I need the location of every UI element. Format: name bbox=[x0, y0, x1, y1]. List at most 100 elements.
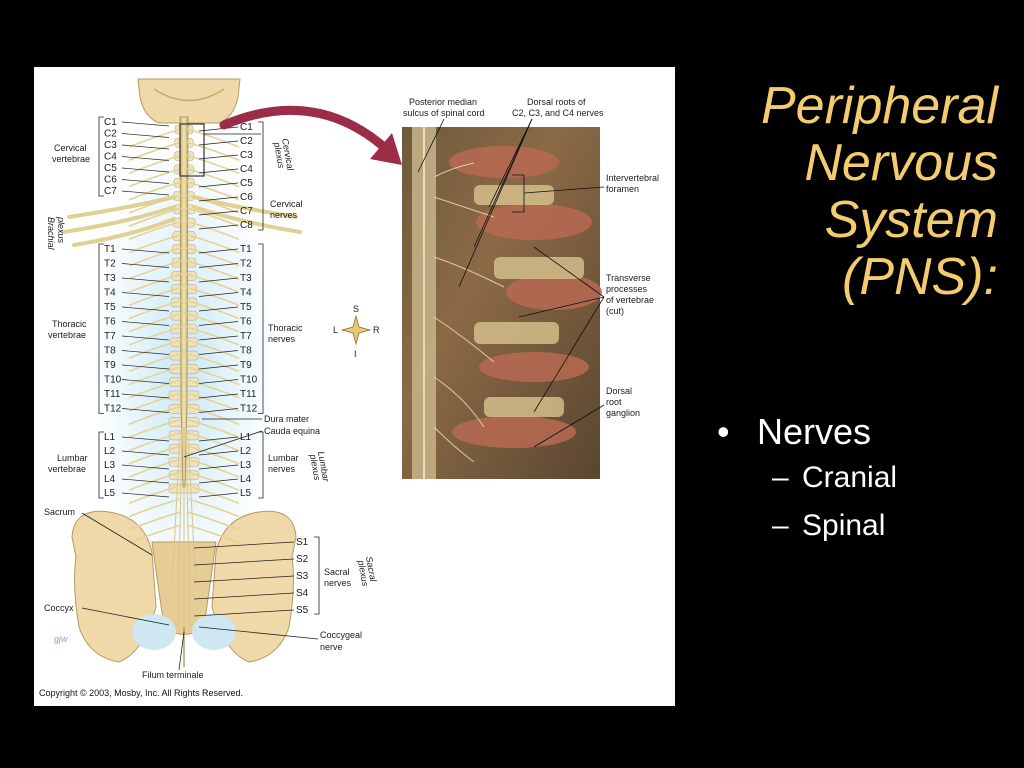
leader-line bbox=[193, 575, 295, 583]
vertebra-label: L1 bbox=[104, 432, 116, 443]
title-line-1: Peripheral bbox=[760, 77, 998, 135]
cervical-nerves-label-2: nerves bbox=[270, 210, 298, 220]
slide-title: Peripheral Nervous System (PNS): bbox=[678, 78, 998, 306]
nerve-branch-right bbox=[186, 392, 240, 412]
nerve-branch-right bbox=[186, 141, 240, 161]
vertebra-label: T3 bbox=[104, 273, 116, 284]
group-bracket bbox=[258, 121, 264, 231]
thoracic-vertebrae-label-2: vertebrae bbox=[48, 330, 86, 340]
vertebra-label: C7 bbox=[104, 186, 117, 197]
nerve-label: T5 bbox=[240, 302, 252, 313]
bullet-dot-icon: • bbox=[717, 411, 730, 452]
nerve-branch-right bbox=[186, 313, 240, 333]
nerve-branch-left bbox=[128, 128, 182, 148]
dorsal-root-ganglion-label-1: Dorsal bbox=[606, 386, 632, 396]
leader-line bbox=[198, 196, 239, 202]
nerve-label: C1 bbox=[240, 122, 253, 133]
nerve-label: C8 bbox=[240, 220, 253, 231]
cervical-vertebrae-label-2: vertebrae bbox=[52, 154, 90, 164]
cervical-nerves-label-1: Cervical bbox=[270, 199, 303, 209]
nerve-branch-right bbox=[186, 484, 240, 505]
lumbar-vertebrae-label-2: vertebrae bbox=[48, 464, 86, 474]
dorsal-roots-label-1: Dorsal roots of bbox=[527, 97, 586, 107]
nerve-label: C2 bbox=[240, 136, 253, 147]
leader-line bbox=[193, 558, 295, 566]
nerve-labels-right: C1C2C3C4C5C6C7C8T1T2T3T4T5T6T7T8T9T10T11… bbox=[193, 121, 320, 617]
leader-line bbox=[198, 478, 239, 484]
leader-line bbox=[198, 182, 239, 188]
leader-line bbox=[121, 179, 170, 184]
leader-line bbox=[198, 379, 239, 384]
leader-line bbox=[193, 592, 295, 600]
nerve-branch-left bbox=[128, 154, 182, 175]
sub-bullet-text: Spinal bbox=[802, 509, 886, 542]
leader-line bbox=[198, 140, 239, 146]
bullet-item: • Nerves bbox=[717, 410, 897, 454]
title-line-3: System bbox=[824, 191, 998, 249]
cervical-vertebrae-label-1: Cervical bbox=[54, 143, 87, 153]
nerve-branch-left bbox=[128, 273, 182, 293]
sacral-nerves-label-1: Sacral bbox=[324, 567, 350, 577]
transverse-processes-label-3: of vertebrae bbox=[606, 295, 654, 305]
title-line-2: Nervous bbox=[804, 134, 998, 192]
group-bracket bbox=[258, 431, 264, 499]
leader-line bbox=[198, 168, 239, 174]
sub-bullet-item: – Spinal bbox=[717, 502, 897, 550]
nerve-label: T8 bbox=[240, 346, 252, 357]
leader-line bbox=[121, 350, 170, 355]
nerve-branch-left bbox=[128, 181, 182, 201]
nerve-branch-left bbox=[128, 365, 182, 386]
sacral-nerve-label: S2 bbox=[296, 554, 309, 565]
nerve-branch-right bbox=[186, 220, 240, 241]
group-bracket bbox=[98, 116, 104, 197]
leader-line bbox=[121, 292, 170, 297]
artist-signature: gjw bbox=[54, 634, 68, 644]
nerve-branch-right bbox=[186, 181, 240, 201]
leader-line bbox=[198, 350, 239, 355]
leader-line bbox=[198, 210, 239, 216]
transverse-processes-label-4: (cut) bbox=[606, 306, 624, 316]
dash-icon: – bbox=[772, 509, 789, 542]
leader-line bbox=[198, 277, 239, 283]
thoracic-vertebrae-label-1: Thoracic bbox=[52, 319, 87, 329]
nerve-label: L4 bbox=[240, 474, 252, 485]
vertebra-label: C5 bbox=[104, 163, 117, 174]
lumbar-nerves-label-2: nerves bbox=[268, 464, 296, 474]
leader-line bbox=[121, 167, 170, 173]
nerve-branch-left bbox=[128, 141, 182, 161]
figure-svg: C1C2C3C4C5C6C7T1T2T3T4T5T6T7T8T9T10T11T1… bbox=[34, 67, 675, 706]
leader-line bbox=[121, 121, 170, 127]
nerve-branch-right bbox=[186, 471, 240, 491]
vertebra-label: T1 bbox=[104, 244, 116, 255]
leader-line bbox=[198, 263, 239, 268]
leader-line bbox=[121, 464, 170, 470]
leader-line bbox=[121, 393, 170, 399]
dorsal-roots-label-2: C2, C3, and C4 nerves bbox=[512, 108, 604, 118]
nerve-branch-right bbox=[186, 273, 240, 293]
leader-line bbox=[198, 436, 239, 442]
nerve-branch-left bbox=[128, 286, 182, 307]
vertebra-label: T10 bbox=[104, 375, 122, 386]
nerve-label: T12 bbox=[240, 404, 258, 415]
dash-icon: – bbox=[772, 461, 789, 494]
leader-line bbox=[198, 492, 239, 498]
nerve-branch-right bbox=[186, 286, 240, 307]
nerve-branch-right bbox=[186, 365, 240, 386]
nerve-branch-right bbox=[186, 497, 240, 518]
leader-line bbox=[121, 248, 170, 254]
vertebra-label: C2 bbox=[104, 129, 117, 140]
nerve-label: T3 bbox=[240, 273, 252, 284]
sacral-nerve-label: S5 bbox=[296, 605, 309, 616]
leader-line bbox=[121, 156, 170, 161]
coccygeal-nerve-label-2: nerve bbox=[320, 642, 343, 652]
compass-i: I bbox=[354, 349, 357, 359]
sacrum-label: Sacrum bbox=[44, 507, 75, 517]
nerve-label: T10 bbox=[240, 375, 258, 386]
vertebra-label: C4 bbox=[104, 152, 117, 163]
posterior-sulcus-label-1: Posterior median bbox=[409, 97, 477, 107]
intervertebral-foramen-label-1: Intervertebral bbox=[606, 173, 659, 183]
compass-l: L bbox=[333, 325, 338, 335]
nerve-branch-left bbox=[128, 497, 182, 518]
sacral-plexus-label-1: Sacral bbox=[364, 556, 378, 584]
